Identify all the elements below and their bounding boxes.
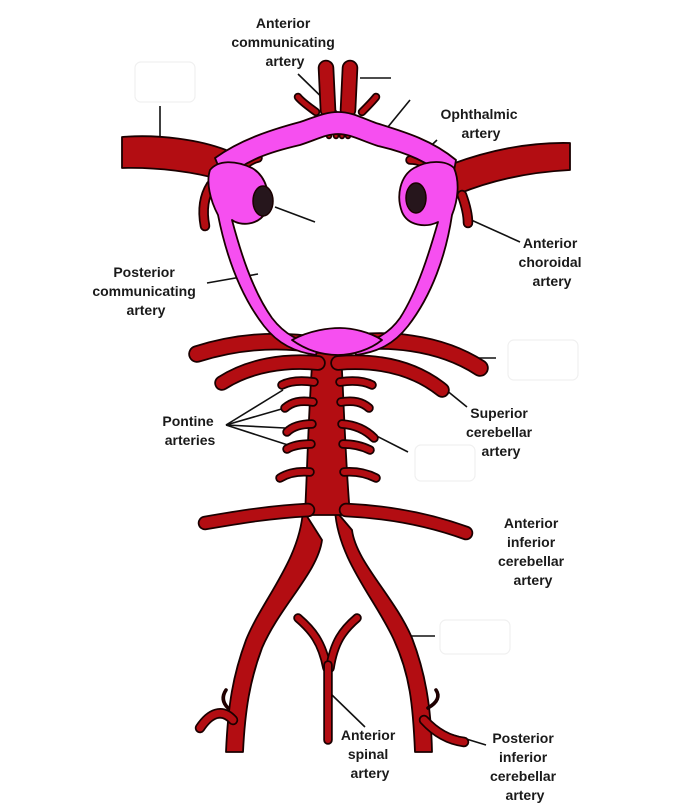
right-superior-cerebellar-artery: [332, 356, 448, 396]
right-pontine-artery-1: [337, 378, 375, 388]
label-anterior-inferior-cerebellar-artery: Anterior inferior cerebellar artery: [498, 515, 568, 588]
right-anterior-choroidal-artery: [458, 191, 472, 227]
basilar-artery: [304, 351, 351, 516]
left-pontine-artery-4: [284, 441, 314, 452]
leader-lines: [159, 73, 521, 746]
label-anterior-spinal-artery: Anterior spinal artery: [341, 727, 399, 781]
label-superior-cerebellar-artery: Superior cerebellar artery: [466, 405, 536, 459]
leader-anterior-choroidal: [468, 218, 521, 243]
label-anterior-communicating-artery: Anterior communicating artery: [231, 15, 338, 69]
label-posterior-inferior-cerebellar-artery: Posterior inferior cerebellar artery: [490, 730, 560, 803]
labels: Anterior communicating artery Ophthalmic…: [92, 15, 586, 803]
right-pontine-artery-2: [338, 398, 372, 411]
right-optic-structure: [405, 182, 427, 214]
faded-label-marks: [134, 61, 579, 655]
left-pica-stub: [223, 689, 229, 709]
left-superior-cerebellar-artery: [216, 356, 324, 389]
leader-pontine-3: [225, 424, 286, 429]
right-pontine-artery-3: [339, 421, 377, 441]
left-vertebral-artery: [225, 509, 323, 753]
label-ophthalmic-artery: Ophthalmic artery: [441, 106, 522, 141]
left-pontine-artery-5: [277, 468, 313, 481]
leader-pontine-2: [225, 407, 286, 426]
left-pontine-artery-1: [279, 378, 317, 388]
right-anterior-cerebral-artery: [341, 61, 357, 117]
right-pica-stub-outline: [426, 688, 440, 710]
right-pica-branch: [420, 716, 468, 746]
left-recurrent-branch: [295, 94, 319, 115]
left-posterior-communicating-artery: [207, 161, 319, 356]
left-pontine-artery-2: [282, 398, 316, 411]
leader-pontine-1: [225, 389, 284, 426]
right-middle-cerebral-artery: [451, 142, 571, 195]
left-optic-structure: [252, 185, 274, 217]
leader-pontine-4: [225, 424, 289, 446]
right-posterior-communicating-artery: [353, 161, 459, 356]
left-pontine-artery-3: [284, 421, 315, 435]
left-anterior-inferior-cerebellar-artery: [199, 504, 314, 529]
left-pica-stub-outline: [221, 688, 230, 710]
left-pica-branch: [196, 709, 237, 732]
right-pontine-artery-5: [341, 468, 379, 481]
right-pontine-artery-4: [340, 441, 373, 453]
label-anterior-choroidal-artery: Anterior choroidal artery: [519, 235, 586, 289]
right-recurrent-branch: [359, 94, 379, 115]
arteries: [121, 59, 571, 753]
left-anterior-cerebral-artery: [319, 61, 335, 117]
basilar-tip: [291, 327, 383, 356]
label-pontine-arteries: Pontine arteries: [162, 413, 217, 448]
right-anterior-inferior-cerebellar-artery: [340, 504, 472, 539]
leader-anterior-spinal: [331, 694, 366, 728]
label-posterior-communicating-artery: Posterior communicating artery: [92, 264, 199, 318]
right-vertebral-artery: [334, 509, 433, 753]
